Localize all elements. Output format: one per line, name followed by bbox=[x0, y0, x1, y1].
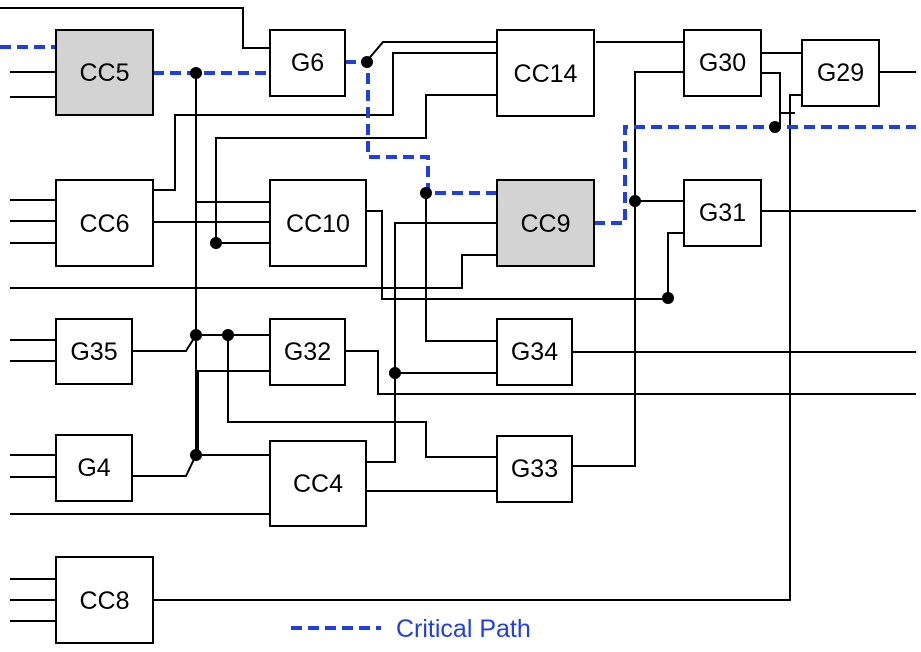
gate-g32: G32 bbox=[269, 318, 346, 386]
gate-box bbox=[496, 179, 595, 267]
wires bbox=[0, 7, 916, 622]
gate-cc6: CC6 bbox=[55, 179, 154, 267]
gate-label: G6 bbox=[291, 49, 324, 77]
gate-cc4: CC4 bbox=[269, 440, 367, 527]
junctions bbox=[190, 56, 781, 461]
junction-dot bbox=[662, 292, 674, 304]
gate-label: CC10 bbox=[286, 210, 350, 238]
gate-label: G29 bbox=[817, 59, 864, 87]
gate-label: G35 bbox=[70, 338, 117, 366]
gate-g30: G30 bbox=[683, 29, 762, 97]
gate-g6: G6 bbox=[269, 29, 346, 97]
gate-label: CC6 bbox=[79, 210, 129, 238]
gate-box bbox=[55, 434, 133, 502]
gate-box bbox=[269, 179, 367, 267]
gate-g33: G33 bbox=[496, 435, 573, 503]
gate-box bbox=[55, 318, 133, 385]
gate-box bbox=[496, 29, 595, 117]
gate-box bbox=[683, 29, 762, 97]
legend-label: Critical Path bbox=[396, 615, 531, 643]
gate-cc8: CC8 bbox=[55, 556, 154, 644]
junction-dot bbox=[190, 67, 202, 79]
junction-dot bbox=[420, 187, 432, 199]
gate-g31: G31 bbox=[683, 179, 762, 247]
gate-g29: G29 bbox=[801, 39, 880, 107]
gate-box bbox=[55, 29, 154, 116]
gate-label: CC5 bbox=[79, 59, 129, 87]
junction-dot bbox=[361, 56, 373, 68]
gate-label: G4 bbox=[77, 454, 110, 482]
gate-label: G33 bbox=[511, 455, 558, 483]
gate-cc14: CC14 bbox=[496, 29, 595, 117]
junction-dot bbox=[210, 237, 222, 249]
gate-box bbox=[496, 435, 573, 503]
junction-dot bbox=[222, 329, 234, 341]
junction-dot bbox=[769, 121, 781, 133]
gate-label: CC14 bbox=[514, 60, 578, 88]
gate-box bbox=[55, 556, 154, 644]
legend: Critical Path bbox=[291, 615, 531, 643]
gate-g4: G4 bbox=[55, 434, 133, 502]
gate-box bbox=[55, 179, 154, 267]
junction-dot bbox=[190, 449, 202, 461]
gate-label: CC4 bbox=[293, 470, 343, 498]
gate-g34: G34 bbox=[496, 318, 573, 386]
gate-label: G31 bbox=[699, 199, 746, 227]
junction-dot bbox=[629, 195, 641, 207]
gate-label: CC9 bbox=[520, 210, 570, 238]
gate-label: CC8 bbox=[79, 587, 129, 615]
gate-cc5: CC5 bbox=[55, 29, 154, 116]
gate-label: G30 bbox=[699, 49, 746, 77]
gate-box bbox=[683, 179, 762, 247]
gate-label: G34 bbox=[511, 338, 558, 366]
gate-box bbox=[496, 318, 573, 386]
gate-box bbox=[269, 318, 346, 386]
gate-g35: G35 bbox=[55, 318, 133, 385]
gate-box bbox=[269, 440, 367, 527]
junction-dot bbox=[190, 329, 202, 341]
gate-label: G32 bbox=[284, 338, 331, 366]
gate-cc10: CC10 bbox=[269, 179, 367, 267]
gate-box bbox=[801, 39, 880, 107]
gate-cc9: CC9 bbox=[496, 179, 595, 267]
junction-dot bbox=[389, 367, 401, 379]
gate-box bbox=[269, 29, 346, 97]
